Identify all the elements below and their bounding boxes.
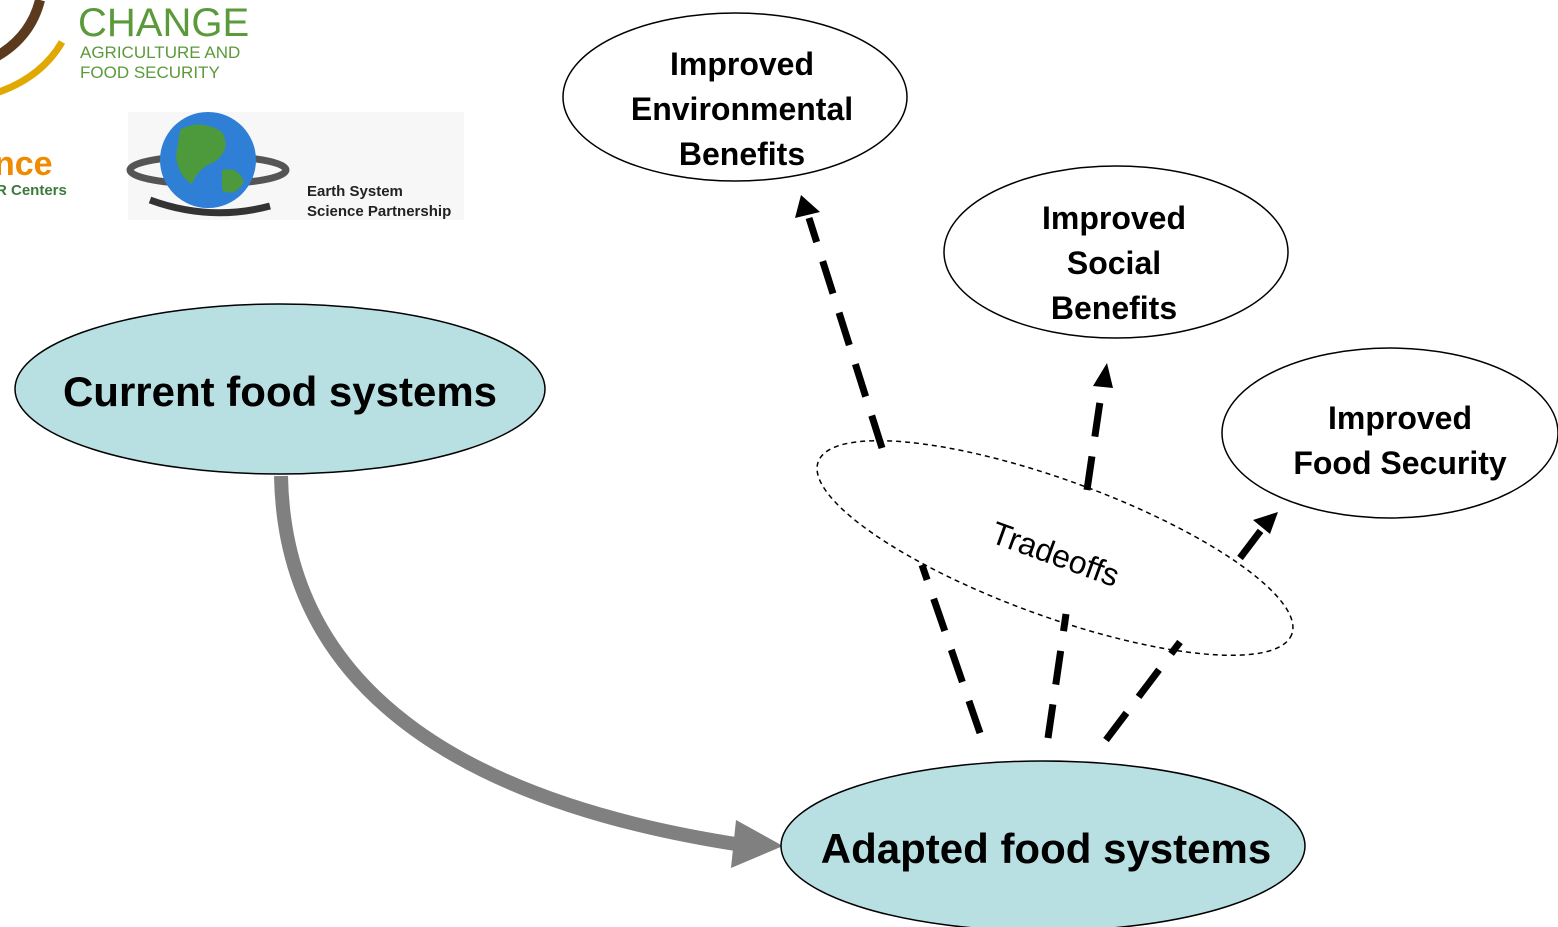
arrowhead-environmental (795, 195, 820, 218)
ccafs-logo: CHANGE AGRICULTURE AND FOOD SECURITY (0, 0, 249, 96)
social-benefits-node: Improved Social Benefits (943, 165, 1289, 339)
adapted-food-systems-label: Adapted food systems (821, 825, 1271, 872)
dashed-arrow-left-upper (805, 216, 886, 450)
essp-logo-swoosh (148, 196, 271, 217)
ccafs-logo-line3: FOOD SECURITY (80, 63, 220, 82)
main-arrow-head (731, 820, 783, 868)
social-benefits-line1: Improved (1042, 200, 1186, 236)
globe-land-icon (176, 124, 226, 184)
dashed-arrow-right-lower (1103, 639, 1183, 743)
main-transition-arrow (274, 475, 783, 868)
social-benefits-line2: Social (1067, 245, 1161, 281)
main-arrow-shaft (274, 475, 744, 852)
arrowhead-social (1093, 363, 1113, 388)
environmental-benefits-ellipse (562, 12, 908, 182)
environmental-benefits-node: Improved Environmental Benefits (562, 12, 908, 182)
social-benefits-line3: Benefits (1051, 290, 1177, 326)
adapted-food-systems-node: Adapted food systems (780, 760, 1306, 927)
current-food-systems-ellipse (14, 303, 546, 475)
environmental-benefits-line1: Improved (670, 46, 814, 82)
cgiar-logo-line2: R Centers (0, 182, 67, 199)
dashed-arrow-heads (795, 195, 1278, 534)
cgiar-logo: nce R Centers (0, 145, 67, 199)
ccafs-logo-line1: CHANGE (78, 1, 249, 45)
arrowhead-food-security (1253, 512, 1278, 534)
dashed-arrow-middle-lower (1044, 613, 1070, 739)
essp-logo: Earth System Science Partnership (126, 112, 464, 220)
food-security-line2: Food Security (1293, 445, 1507, 481)
tradeoffs-label: Tradeoffs (987, 514, 1125, 593)
food-security-node: Improved Food Security (1221, 347, 1558, 519)
cgiar-logo-line1: nce (0, 145, 53, 183)
dashed-arrow-right-upper (1237, 522, 1268, 561)
adapted-food-systems-ellipse (780, 760, 1306, 927)
ccafs-logo-line2: AGRICULTURE AND (80, 43, 240, 62)
globe-land-icon-2 (222, 169, 244, 193)
ccafs-logo-swoosh-gold (0, 40, 66, 96)
environmental-benefits-line2: Environmental (631, 91, 853, 127)
dashed-arrows (805, 216, 1268, 743)
food-security-line1: Improved (1328, 400, 1472, 436)
tradeoffs-ellipse (816, 439, 1294, 657)
ccafs-logo-swoosh-brown (0, 0, 45, 61)
dashed-arrow-middle-upper (1083, 387, 1106, 491)
current-food-systems-node: Current food systems (14, 303, 546, 475)
essp-logo-line2: Science Partnership (307, 203, 451, 220)
food-security-ellipse (1221, 347, 1558, 519)
essp-logo-line1: Earth System (307, 183, 403, 200)
dashed-arrow-left-lower (918, 563, 984, 735)
social-benefits-ellipse (943, 165, 1289, 339)
environmental-benefits-line3: Benefits (679, 136, 805, 172)
current-food-systems-label: Current food systems (63, 368, 497, 415)
